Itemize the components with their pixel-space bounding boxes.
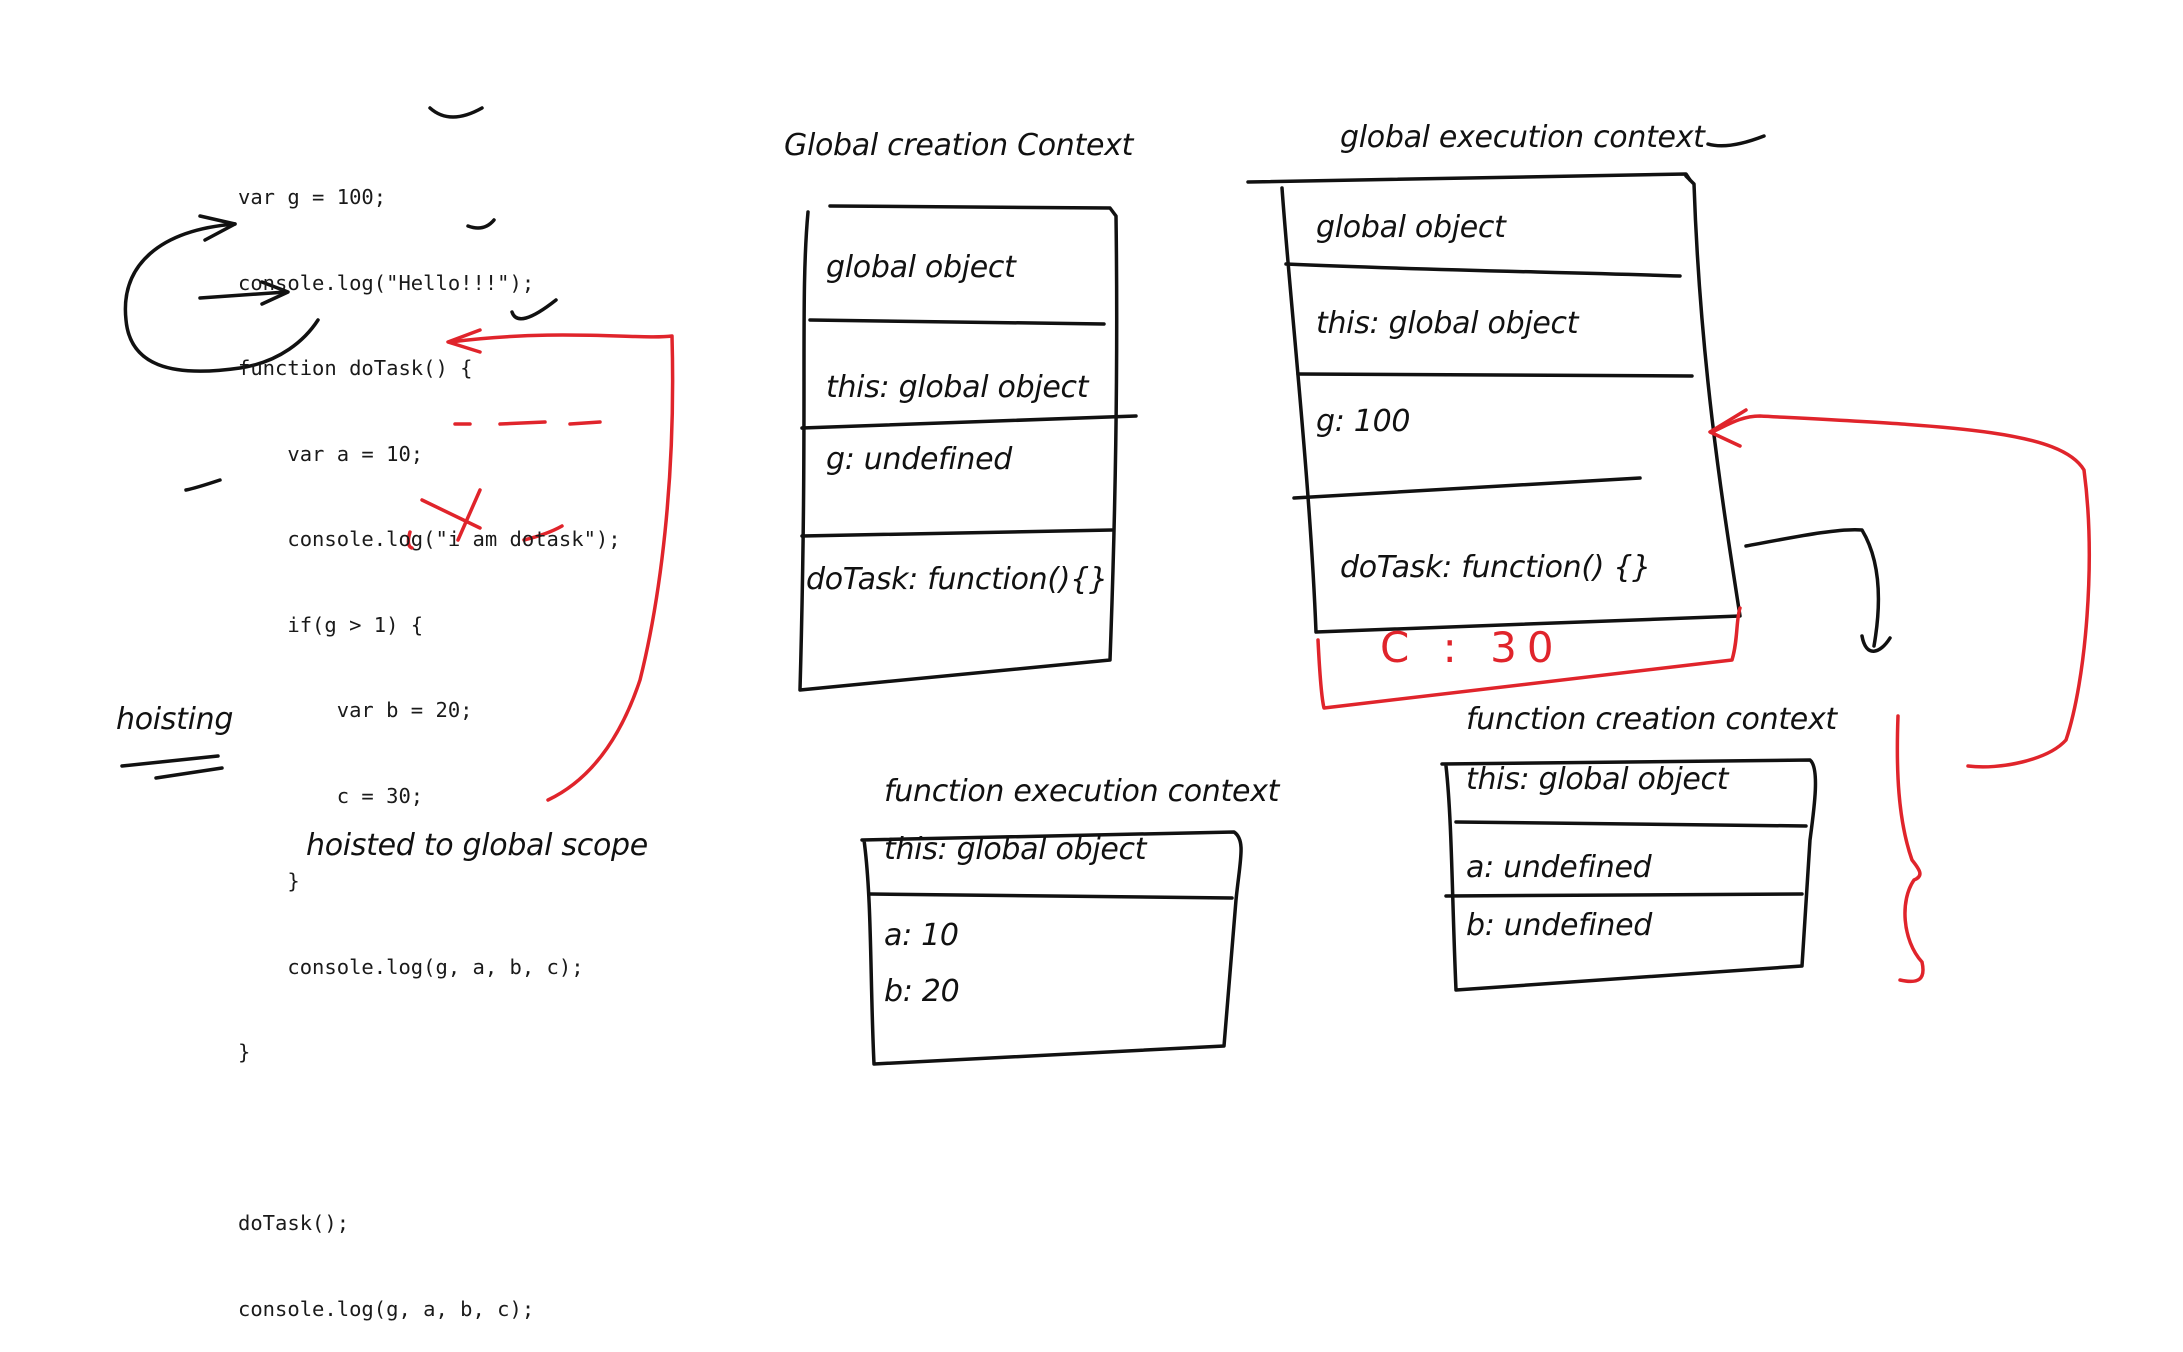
code-line: console.log(g, a, b, c); — [238, 954, 584, 979]
if-pointer-arrow — [198, 290, 288, 300]
hoisting-underline-2 — [154, 766, 224, 780]
fec-title: function execution context — [884, 774, 1280, 809]
code-line: doTask(); — [238, 1211, 350, 1235]
scope-arrow — [1710, 414, 2091, 769]
code-line — [238, 1124, 621, 1153]
tick-mark — [428, 106, 484, 119]
loop-arrowhead-icon — [198, 214, 237, 242]
fec-row: this: global object — [884, 832, 1147, 867]
fcc-row: this: global object — [1466, 762, 1729, 797]
gcc-row: this: global object — [826, 370, 1089, 405]
gec-down-arrow — [1744, 527, 1881, 648]
gcc-box-outline — [798, 204, 1119, 692]
gec-row: doTask: function() {} — [1340, 550, 1651, 585]
gec-tick — [1706, 134, 1766, 148]
tick-var-b — [510, 298, 558, 321]
gcc-row: doTask: function(){} — [806, 562, 1108, 597]
hoist-arrow — [448, 333, 675, 802]
code-line: var a = 10; — [238, 441, 424, 466]
hoist-arrowhead-icon — [446, 328, 482, 354]
fec-row: b: 20 — [884, 974, 960, 1009]
gec-title: global execution context — [1340, 120, 1705, 155]
code-line: if(g > 1) { — [238, 612, 424, 637]
fcc-title: function creation context — [1466, 702, 1837, 737]
gec-row: g: 100 — [1316, 404, 1411, 439]
gcc-row: global object — [826, 250, 1016, 285]
tick-var-a — [466, 218, 496, 230]
hand-drawn-strokes — [120, 106, 2091, 1066]
cross-b-icon — [456, 488, 482, 542]
loop-arrow — [123, 222, 320, 373]
code-line: var b = 20; — [238, 698, 473, 722]
fcc-box-outline — [1440, 758, 1818, 992]
scope-arrowhead-icon — [1708, 408, 1748, 448]
hoisting-underline — [120, 754, 220, 768]
curly-brace-icon — [1895, 714, 1925, 984]
gec-row: this: global object — [1316, 306, 1579, 341]
code-line: var g = 100; — [238, 185, 387, 209]
code-line: console.log("i am dotask"); — [238, 527, 621, 551]
code-line: function doTask() { — [238, 356, 473, 380]
fcc-row: a: undefined — [1466, 850, 1652, 885]
code-line: } — [238, 1040, 251, 1064]
gec-row: global object — [1316, 210, 1506, 245]
gcc-title: Global creation Context — [784, 128, 1134, 163]
gec-box-outline — [1246, 172, 1692, 184]
tick-dotask — [184, 478, 222, 492]
code-block: var g = 100; console.log("Hello!!!"); fu… — [238, 126, 621, 1352]
code-line: console.log(g, a, b, c); — [238, 1296, 535, 1321]
fcc-row: b: undefined — [1466, 908, 1653, 943]
code-line: c = 30; — [238, 783, 424, 808]
hoisted-to-global-scope-note: hoisted to global scope — [306, 828, 648, 863]
if-pointer-arrowhead-icon — [260, 280, 290, 306]
gec-c30-row: C : 30 — [1380, 623, 1564, 672]
gcc-row: g: undefined — [826, 442, 1013, 477]
cross-a-icon — [420, 498, 482, 530]
gec-down-arrowhead-icon — [1860, 634, 1892, 653]
code-line: console.log("Hello!!!"); — [238, 270, 535, 295]
c30-box-outline — [1316, 606, 1742, 710]
code-line: } — [238, 869, 300, 893]
fec-row: a: 10 — [884, 918, 959, 953]
hoisting-note: hoisting — [116, 702, 234, 737]
